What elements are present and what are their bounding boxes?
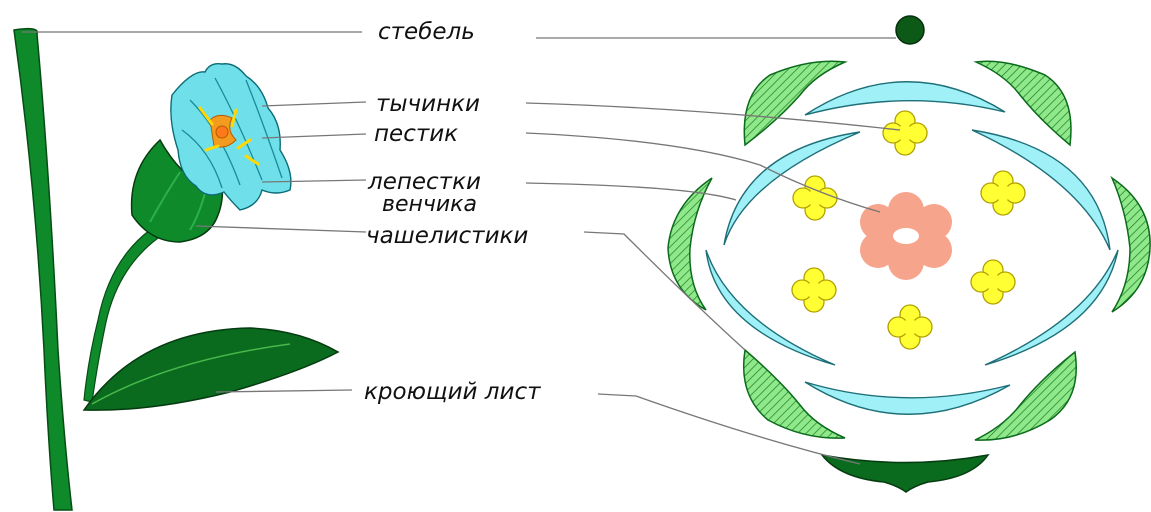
label-pistil: пестик [374,122,458,146]
label-stamens: тычинки [376,92,480,116]
label-petals-line2: венчика [382,193,477,217]
axis-dot [896,16,924,44]
label-sepals: чашелистики [366,224,528,248]
flower-side-view [14,29,338,510]
pistil [860,192,952,280]
label-stem: стебель [378,20,475,44]
stem [14,29,72,510]
label-bract: кроющий лист [364,380,541,404]
label-petals-line1: лепестки [368,170,481,194]
floral-diagram [668,16,1150,492]
bract-leaf [84,328,338,410]
